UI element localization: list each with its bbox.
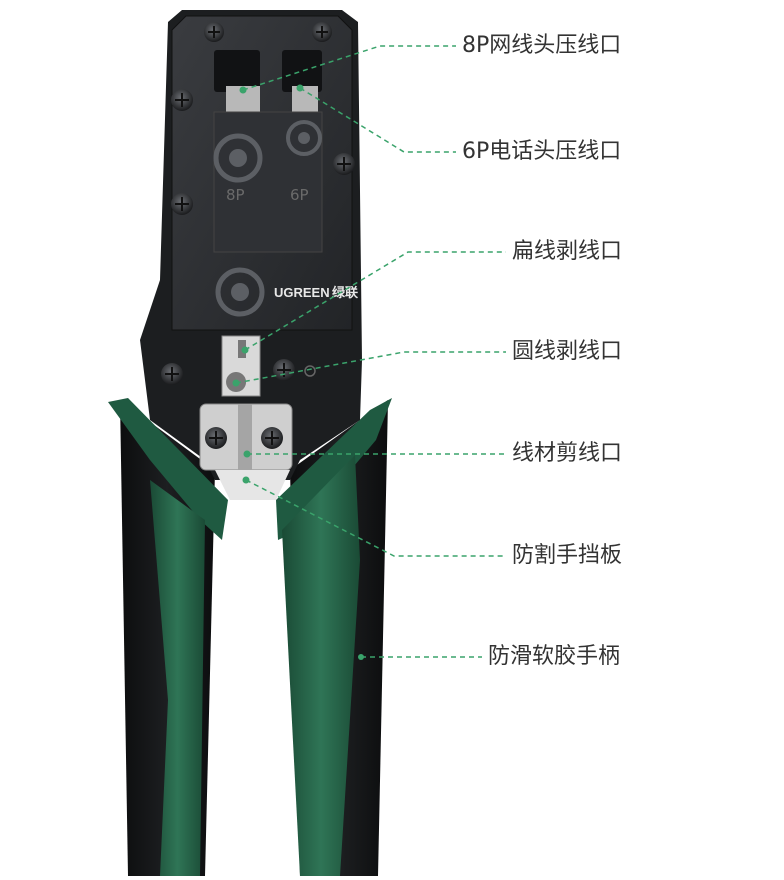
die-mark-8p: 8P	[226, 186, 245, 204]
screw	[273, 359, 295, 381]
screw	[205, 427, 227, 449]
screw	[333, 153, 355, 175]
die-plate: 8P 6P UGREEN 绿联	[171, 15, 358, 331]
leader-flat-stripper	[244, 251, 506, 351]
6p-crimp-cavity	[282, 50, 322, 92]
screws	[161, 22, 355, 449]
screw	[312, 22, 332, 42]
stripper-blades	[221, 335, 261, 397]
leader-6p	[299, 87, 456, 153]
die-mark-6p: 6P	[290, 186, 309, 204]
screw	[261, 427, 283, 449]
right-handle	[276, 398, 392, 876]
screw	[171, 89, 193, 111]
callout-grip: 防滑软胶手柄	[488, 644, 621, 669]
brand-logo-cn: 绿联	[332, 285, 358, 300]
callout-cutter: 线材剪线口	[512, 441, 623, 466]
leader-lines	[235, 45, 506, 658]
callout-round-stripper: 圆线剥线口	[512, 339, 623, 364]
callout-guard: 防割手挡板	[512, 543, 623, 568]
screw	[204, 22, 224, 42]
right-grip-green	[282, 455, 360, 876]
brand-logo: UGREEN	[274, 285, 330, 300]
callout-flat-stripper: 扁线剥线口	[512, 239, 623, 264]
callout-8p-port: 8P网线头压线口	[462, 33, 622, 58]
screw	[171, 193, 193, 215]
screw	[161, 363, 183, 385]
leader-dots	[232, 84, 304, 484]
callout-6p-port: 6P电话头压线口	[462, 139, 622, 164]
8p-crimp-cavity	[214, 50, 260, 92]
left-handle	[108, 398, 228, 876]
leader-8p	[242, 45, 456, 91]
left-grip-green	[150, 480, 205, 876]
leader-guard	[245, 479, 506, 557]
leader-round-stripper	[235, 351, 506, 384]
